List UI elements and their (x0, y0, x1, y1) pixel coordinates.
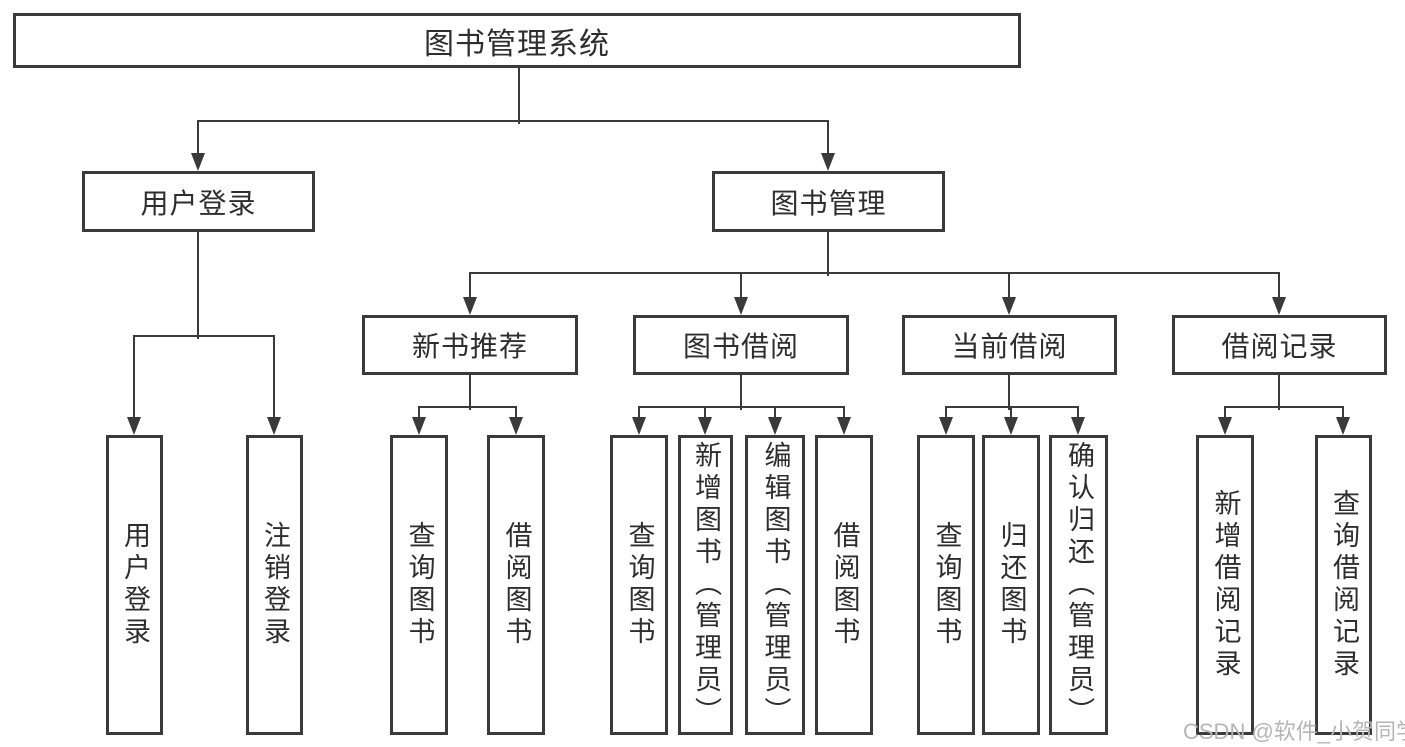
connector-new-book-rail (418, 406, 517, 408)
arrow-to-br-add (1218, 406, 1232, 435)
csdn-watermark: CSDN @软件_小贺同学 (1183, 719, 1405, 744)
connector-new-book-stub (469, 375, 471, 410)
node-user-login: 用户登录 (82, 171, 315, 232)
connector-book-borrowing-rail (638, 406, 845, 408)
arrow-to-nb-query (412, 406, 426, 435)
leaf-bb-borrow-books: 借阅图书 (815, 435, 873, 735)
arrow-to-cb-return (1004, 406, 1018, 435)
node-book-management: 图书管理 (712, 171, 945, 232)
leaf-br-query-record: 查询借阅记录 (1315, 435, 1372, 735)
arrow-to-user-login (191, 120, 205, 171)
leaf-bb-edit-books-admin: 编辑图书（管理员） (745, 435, 805, 735)
connector-root-rail (197, 120, 829, 122)
connector-current-borrowing-stub (1008, 375, 1010, 410)
arrow-to-bb-edit (768, 406, 782, 435)
arrow-to-br-query (1336, 406, 1350, 435)
connector-user-login-rail (133, 335, 275, 337)
leaf-user-login: 用户登录 (106, 435, 163, 735)
arrow-to-book-management (821, 120, 835, 171)
leaf-logout: 注销登录 (246, 435, 303, 735)
arrow-to-nb-borrow (509, 406, 523, 435)
node-book-borrowing: 图书借阅 (633, 315, 849, 375)
leaf-cb-confirm-return-admin: 确认归还（管理员） (1049, 435, 1108, 735)
arrow-to-cb-query (939, 406, 953, 435)
connector-borrowing-records-rail (1224, 406, 1344, 408)
node-current-borrowing: 当前借阅 (902, 315, 1117, 375)
leaf-cb-query-books: 查询图书 (917, 435, 975, 735)
connector-current-borrowing-rail (945, 406, 1079, 408)
arrow-to-book-borrowing (734, 272, 748, 315)
arrow-to-new-book-recommend (463, 272, 477, 315)
leaf-bb-query-books: 查询图书 (610, 435, 668, 735)
connector-user-login-stub (197, 232, 199, 339)
arrow-to-bb-query (632, 406, 646, 435)
arrow-to-cb-confirm (1071, 406, 1085, 435)
connector-borrowing-records-stub (1278, 375, 1280, 410)
node-new-book-recommend: 新书推荐 (362, 315, 578, 375)
leaf-bb-add-books-admin: 新增图书（管理员） (678, 435, 733, 735)
arrow-to-leaf-user-login (127, 335, 141, 435)
leaf-nb-query-books: 查询图书 (390, 435, 448, 735)
arrow-to-bb-add (698, 406, 712, 435)
connector-book-management-stub (827, 232, 829, 276)
node-book-management-system: 图书管理系统 (13, 13, 1021, 68)
node-borrowing-records: 借阅记录 (1172, 315, 1387, 375)
leaf-br-add-record: 新增借阅记录 (1196, 435, 1254, 735)
leaf-cb-return-books: 归还图书 (982, 435, 1040, 735)
connector-root-stub (518, 68, 520, 124)
leaf-nb-borrow-books: 借阅图书 (487, 435, 545, 735)
arrow-to-current-borrowing (1002, 272, 1016, 315)
connector-book-management-rail (469, 272, 1280, 274)
connector-book-borrowing-stub (740, 375, 742, 410)
arrow-to-leaf-logout (267, 335, 281, 435)
arrow-to-borrowing-records (1272, 272, 1286, 315)
arrow-to-bb-borrow (837, 406, 851, 435)
